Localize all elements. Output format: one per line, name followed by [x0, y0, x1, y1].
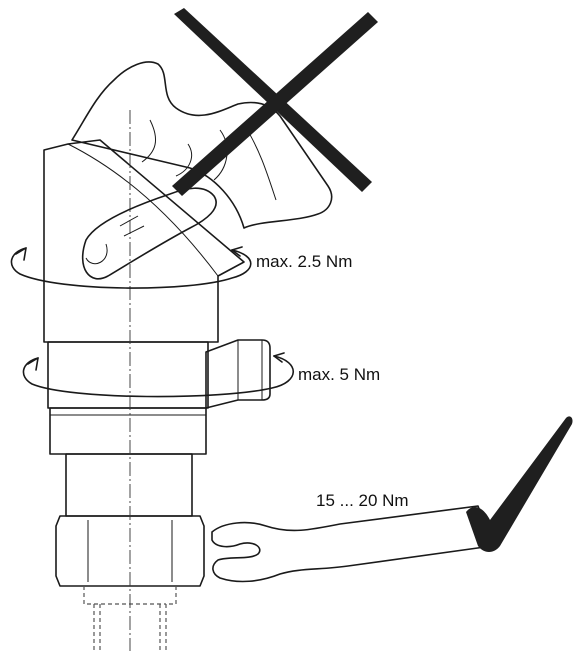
hex-nut	[55, 515, 205, 587]
cable-connector	[205, 339, 271, 409]
x-cross-icon	[172, 8, 378, 196]
sensor-housing-head	[43, 139, 245, 343]
connector-torque-label: max. 5 Nm	[298, 365, 380, 384]
sensor-neck	[65, 453, 193, 517]
housing-torque-label: max. 2.5 Nm	[256, 252, 352, 271]
sensor-mid-body	[47, 341, 209, 409]
hand-illustration	[71, 61, 333, 280]
sensor-device	[43, 110, 271, 651]
check-mark-icon	[466, 416, 573, 552]
wrench-illustration	[211, 505, 493, 583]
housing-rotation-arrow	[10, 246, 252, 289]
wrench-torque-label: 15 ... 20 Nm	[316, 491, 409, 510]
connector-rotation-arrow	[22, 352, 294, 398]
